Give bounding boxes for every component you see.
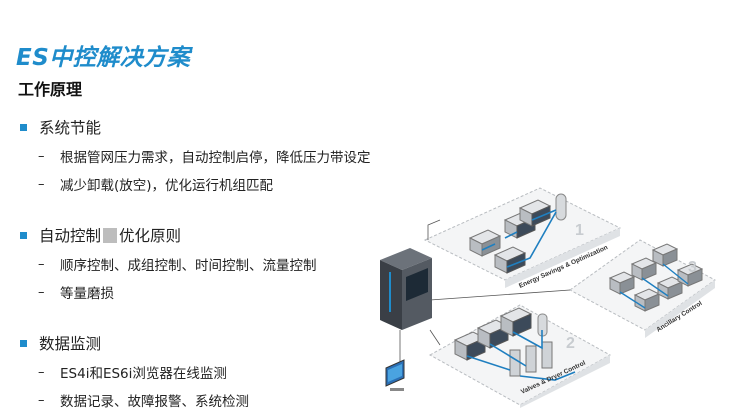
bullet-square-icon (20, 231, 27, 239)
bullet-square-icon (20, 339, 27, 347)
system-diagram: 1 Energy Savings & Optimization (380, 187, 716, 408)
dash-icon: – (38, 256, 45, 272)
redacted-mark (103, 227, 118, 243)
sub-item: 数据记录、故障报警、系统检测 (60, 394, 249, 410)
sub-item: 减少卸载(放空)，优化运行机组匹配 (60, 178, 274, 194)
dryer-icon (608, 271, 636, 295)
sub-item: 等量磨损 (60, 286, 114, 302)
dash-icon: – (38, 176, 45, 192)
dash-icon: – (38, 392, 45, 408)
bullet-section-monitoring: 数据监测 – ES4i和ES6i浏览器在线监测 – 数据记录、故障报警、系统检测 (18, 332, 249, 410)
air-tank-icon (555, 193, 567, 221)
dash-icon: – (38, 284, 45, 300)
sub-item: ES4i和ES6i浏览器在线监测 (60, 366, 227, 382)
zone-number: 2 (566, 335, 575, 352)
zone-valves-dryer: 2 Valves & Dryer Control (428, 304, 612, 408)
controller-cabinet-icon (380, 248, 432, 330)
sub-item: 顺序控制、成组控制、时间控制、流量控制 (60, 258, 317, 274)
compressor-icon (468, 229, 502, 257)
bullet-label-part1: 自动控制 (39, 227, 102, 245)
sub-item: 根据管网压力需求，自动控制启停，降低压力带设定 (60, 150, 371, 166)
dash-icon: – (38, 148, 45, 164)
bullet-label: 数据监测 (39, 335, 102, 353)
zone-number: 3 (688, 259, 697, 276)
dryer-icon (651, 243, 679, 267)
zone-energy-savings: 1 Energy Savings & Optimization (423, 187, 622, 290)
monitor-icon (385, 330, 405, 391)
compressor-icon (499, 307, 533, 337)
bullet-section-energy: 系统节能 – 根据管网压力需求，自动控制启停，降低压力带设定 – 减少卸载(放空… (18, 116, 371, 194)
dash-icon: – (38, 364, 45, 380)
bullet-label-part2: 优化原则 (119, 227, 182, 245)
compressor-icon (518, 199, 552, 227)
zone-ancillary: 3 Ancillary Control (569, 239, 716, 338)
bullet-section-control: 自动控制 优化原则 – 顺序控制、成组控制、时间控制、流量控制 – 等量磨损 (18, 224, 317, 302)
zone-number: 1 (575, 222, 584, 239)
bullet-label: 系统节能 (39, 119, 102, 137)
page-title: ES中控解决方案 (16, 45, 191, 71)
section-subtitle: 工作原理 (18, 80, 83, 99)
bullet-square-icon (20, 123, 27, 131)
dryer-icon (630, 257, 658, 281)
